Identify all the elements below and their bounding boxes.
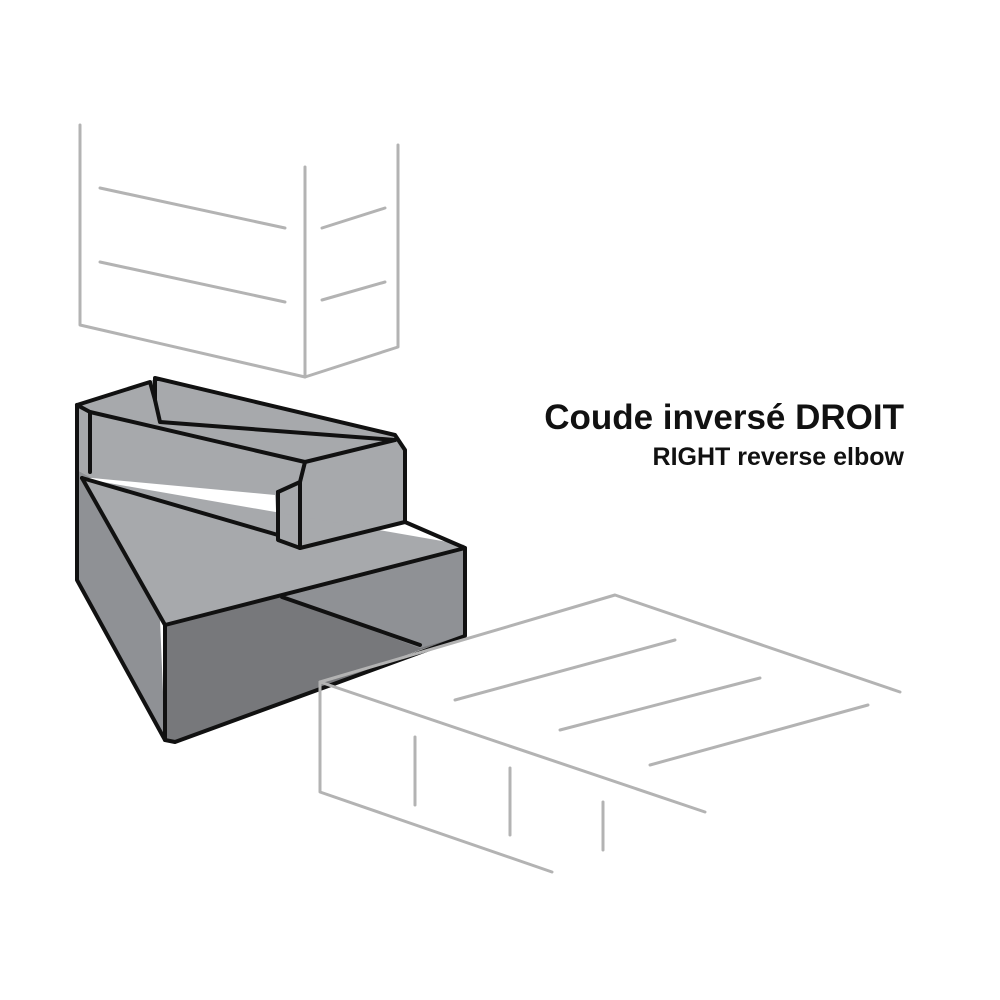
lower-connecting-box	[318, 593, 902, 874]
elbow-piece	[75, 376, 467, 744]
upper-connecting-box	[78, 123, 400, 379]
caption-french: Coude inversé DROIT	[544, 398, 904, 437]
caption-english: RIGHT reverse elbow	[652, 443, 904, 471]
product-caption: Coude inversé DROIT RIGHT reverse elbow	[544, 396, 904, 474]
